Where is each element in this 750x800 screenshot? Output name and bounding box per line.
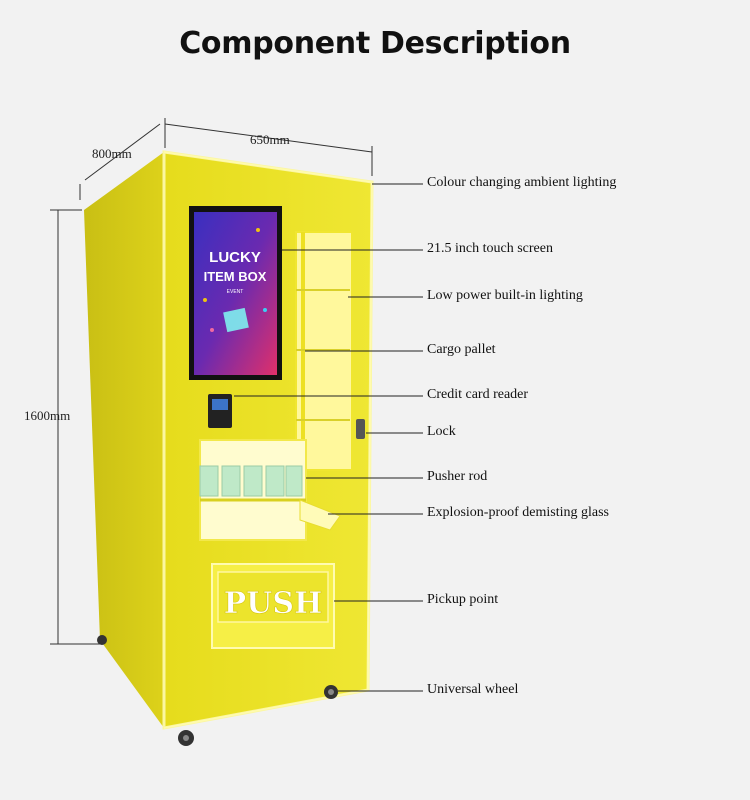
lock-icon bbox=[356, 419, 365, 439]
callout-cargo-pallet: Cargo pallet bbox=[427, 342, 496, 357]
screen-text-lucky: LUCKY bbox=[209, 249, 261, 266]
screen-confetti bbox=[203, 228, 267, 333]
callout-ambient-lighting: Colour changing ambient lighting bbox=[427, 175, 617, 190]
callout-universal-wheel: Universal wheel bbox=[427, 682, 519, 697]
demisting-glass bbox=[299, 499, 341, 531]
machine-side-panel bbox=[84, 152, 164, 728]
width-label: 650mm bbox=[250, 132, 290, 147]
height-label: 1600mm bbox=[24, 408, 71, 423]
width-dimension-line bbox=[164, 123, 373, 153]
callout-lines bbox=[234, 183, 423, 692]
callout-demisting-glass: Explosion-proof demisting glass bbox=[427, 505, 609, 520]
callout-lock: Lock bbox=[427, 424, 456, 439]
callout-pusher-rod: Pusher rod bbox=[427, 469, 488, 484]
depth-dimension-line bbox=[84, 123, 161, 181]
cargo-pallets bbox=[296, 289, 350, 421]
callout-touch-screen: 21.5 inch touch screen bbox=[427, 241, 553, 256]
product-boxes bbox=[199, 465, 303, 497]
screen-text-event: EVENT bbox=[227, 289, 244, 295]
screen-text-item-box: ITEM BOX bbox=[204, 269, 267, 284]
callout-pickup-point: Pickup point bbox=[427, 592, 499, 607]
push-label: PUSH bbox=[224, 586, 323, 621]
page-title: Component Description bbox=[179, 26, 571, 61]
dimension-lines bbox=[50, 118, 373, 645]
depth-label: 800mm bbox=[92, 146, 132, 161]
touch-screen-display bbox=[194, 212, 277, 375]
callout-card-reader: Credit card reader bbox=[427, 387, 529, 402]
callout-built-in-lighting: Low power built-in lighting bbox=[427, 288, 583, 303]
universal-wheel-icon bbox=[97, 635, 338, 746]
